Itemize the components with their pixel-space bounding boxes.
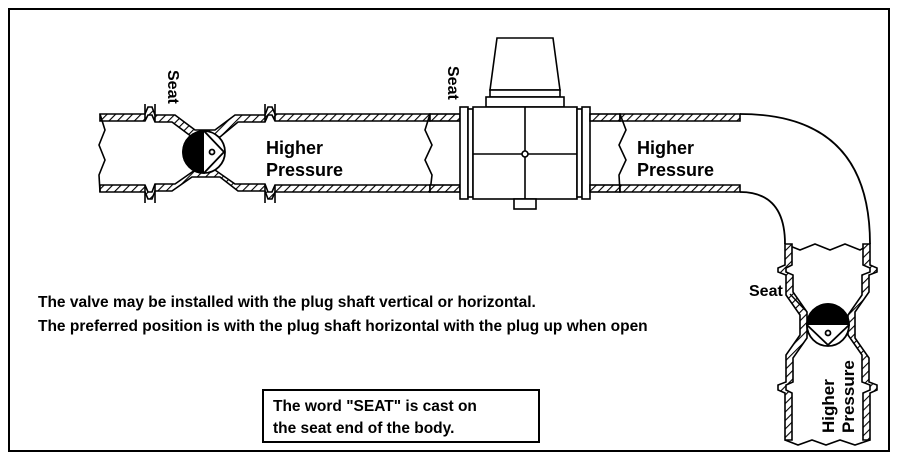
seat-right-label: Seat: [749, 283, 783, 300]
diagram-frame: [8, 8, 890, 452]
installation-note-line2: The preferred position is with the plug …: [38, 318, 648, 335]
pressure-vertical-label: Pressure: [839, 360, 858, 433]
seat-callout-line2: the seat end of the body.: [273, 420, 454, 437]
higher-left-label: Higher: [266, 138, 323, 158]
higher-middle-label: Higher: [637, 138, 694, 158]
seat-middle-label: Seat: [444, 66, 461, 100]
installation-note-line1: The valve may be installed with the plug…: [38, 294, 536, 311]
higher-vertical-label: Higher: [819, 379, 838, 433]
vertical-plug: [806, 303, 850, 347]
elbow-outer: [739, 113, 871, 245]
seat-callout-box: [262, 389, 540, 443]
pressure-middle-label: Pressure: [637, 160, 714, 180]
seat-left-label: Seat: [164, 70, 181, 104]
left-plug: [182, 130, 226, 174]
actuator-cap: [489, 37, 561, 91]
seat-callout-line1: The word "SEAT" is cast on: [273, 398, 477, 415]
elbow-inner: [739, 191, 786, 245]
vertical-valve-assembly: [777, 243, 878, 446]
right-pipe-elbow: [618, 113, 871, 251]
seat-right-leader: [789, 293, 806, 311]
middle-valve-body: [429, 37, 621, 210]
pressure-left-label: Pressure: [266, 160, 343, 180]
